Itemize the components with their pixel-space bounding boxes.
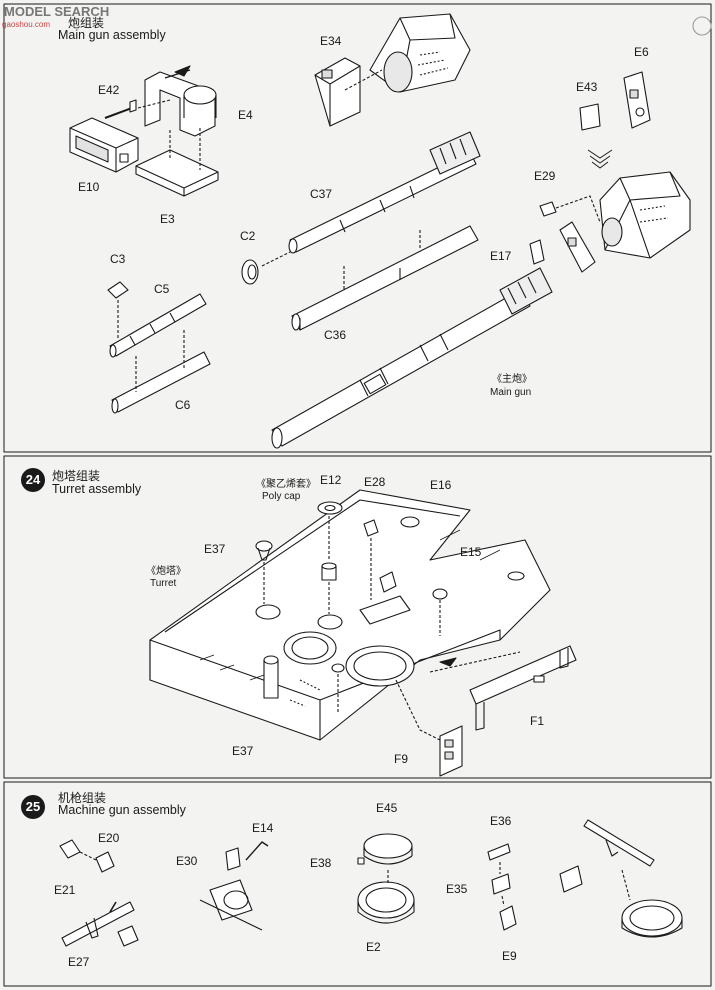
watermark-title: MODEL SEARCH	[4, 4, 110, 19]
part-label-c3: C3	[110, 252, 126, 266]
poly-cap-label-cn: 《聚乙烯套》	[256, 479, 316, 490]
step24-panel	[3, 455, 712, 779]
part-label-e15: E15	[460, 545, 482, 559]
part-e4-drawing	[104, 65, 217, 137]
part-label-e12: E12	[320, 473, 342, 487]
part-e36-drawing	[487, 843, 517, 931]
part-label-e17: E17	[490, 249, 512, 263]
part-label-e30: E30	[176, 854, 198, 868]
part-label-e27: E27	[68, 955, 90, 969]
part-label-e45: E45	[376, 801, 398, 815]
part-label-e29: E29	[534, 169, 556, 183]
part-f1-drawing	[429, 645, 577, 731]
main-gun-label-en: Main gun	[490, 387, 532, 398]
part-e30-drawing	[199, 841, 269, 931]
step25-number: 25	[21, 795, 45, 819]
part-label-e36: E36	[490, 814, 512, 828]
part-c5-drawing	[109, 293, 207, 358]
part-label-e2: E2	[366, 940, 381, 954]
part-c6-drawing	[111, 330, 211, 414]
part-label-c37: C37	[310, 187, 333, 201]
step23-title-en: Main gun assembly	[58, 28, 166, 42]
part-label-e9: E9	[502, 949, 517, 963]
step24-number: 24	[21, 468, 45, 492]
part-breech-drawing	[529, 171, 691, 273]
part-label-e37-top: E37	[204, 542, 226, 556]
corner-mark-icon	[692, 16, 712, 36]
part-label-e20: E20	[98, 831, 120, 845]
step24-title-en: Turret assembly	[52, 482, 142, 496]
main-gun-label-cn: 《主炮》	[492, 374, 532, 385]
part-label-e10: E10	[78, 180, 100, 194]
part-label-e4: E4	[238, 108, 253, 122]
part-e27-drawing	[61, 901, 139, 947]
step25-title-en: Machine gun assembly	[58, 803, 186, 817]
watermark-site: gaoshou.com	[2, 20, 51, 29]
direction-arrow-icon	[587, 149, 613, 169]
part-e15-drawing	[432, 588, 448, 636]
part-label-c5: C5	[154, 282, 170, 296]
part-e6-drawing	[579, 71, 651, 131]
part-label-e6: E6	[634, 45, 649, 59]
step23-panel	[3, 3, 712, 453]
part-label-c2: C2	[240, 229, 256, 243]
part-label-f9: F9	[394, 752, 409, 766]
turret-label-en: Turret	[150, 578, 177, 589]
part-label-e37-bottom: E37	[232, 744, 254, 758]
turret-drawing	[149, 489, 551, 741]
part-c2-drawing	[241, 251, 291, 285]
poly-cap-label-en: Poly cap	[262, 491, 301, 502]
part-e3-drawing	[135, 128, 219, 197]
part-e34-drawing	[314, 13, 471, 127]
part-label-e28: E28	[364, 475, 386, 489]
part-label-e16: E16	[430, 478, 452, 492]
part-c3-drawing	[107, 281, 129, 299]
step24-title-cn: 炮塔组装	[52, 469, 101, 483]
part-label-e14: E14	[252, 821, 274, 835]
part-label-e42: E42	[98, 83, 120, 97]
part-label-e34: E34	[320, 34, 342, 48]
step25-title-cn: 机枪组装	[58, 791, 107, 805]
part-e28-drawing	[363, 519, 379, 600]
step25-panel	[3, 781, 712, 987]
part-c36-drawing	[291, 225, 479, 331]
step23-title-cn: 炮组装	[68, 16, 105, 30]
part-label-e21: E21	[54, 883, 76, 897]
turret-label-cn: 《炮塔》	[146, 566, 186, 577]
part-e45-drawing	[357, 833, 415, 924]
machine-gun-mount-drawing	[559, 819, 683, 938]
part-e21-drawing	[59, 839, 115, 873]
part-label-c6: C6	[175, 398, 191, 412]
part-e12-drawing	[317, 501, 343, 614]
part-label-e43: E43	[576, 80, 598, 94]
part-f9-drawing	[395, 679, 463, 777]
part-e16-drawing	[379, 571, 397, 593]
part-e37-drawing	[255, 540, 345, 712]
part-label-c36: C36	[324, 328, 347, 342]
main-gun-drawing	[271, 267, 553, 449]
part-label-e3: E3	[160, 212, 175, 226]
part-label-f1: F1	[530, 714, 545, 728]
part-label-e35: E35	[446, 882, 468, 896]
part-c37-drawing	[288, 131, 481, 254]
part-label-e38: E38	[310, 856, 332, 870]
part-e10-drawing	[69, 117, 139, 173]
